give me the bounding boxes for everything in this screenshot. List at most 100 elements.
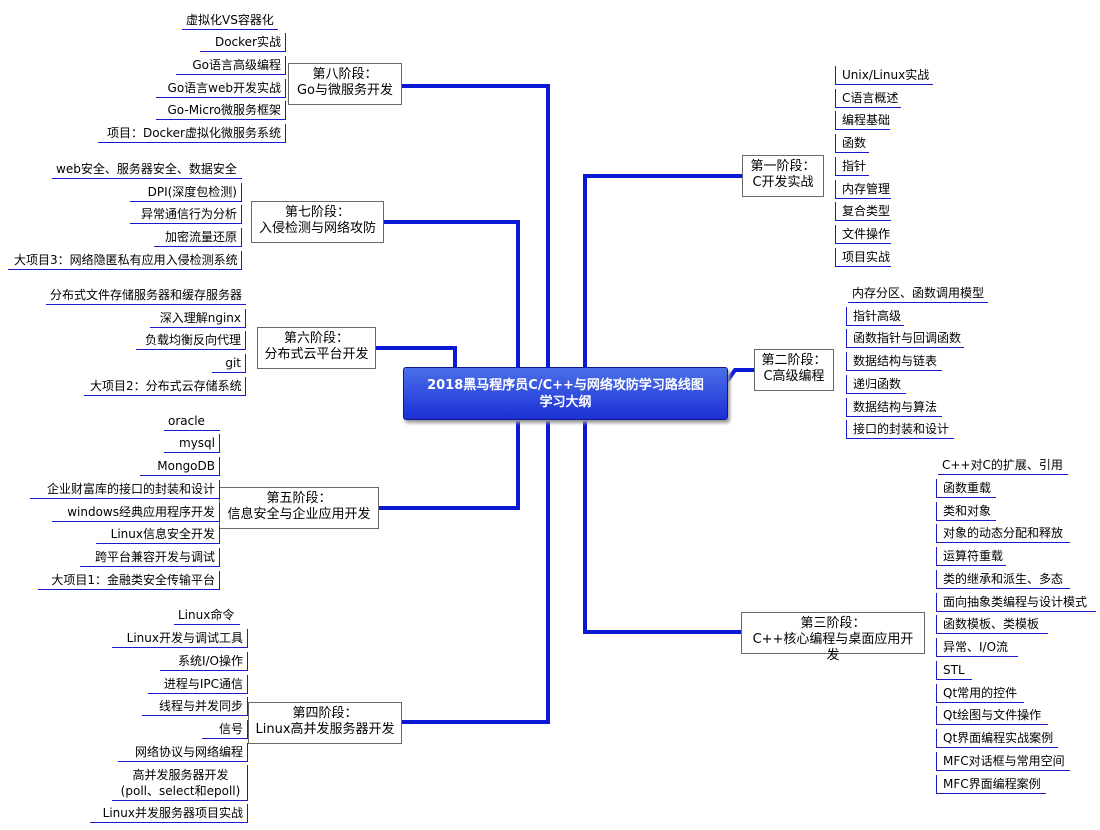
p6-item[interactable]: 负载均衡反向代理 — [136, 331, 246, 350]
p3-item[interactable]: Qt界面编程实战案例 — [936, 729, 1058, 748]
branch-to-phase-1 — [583, 174, 744, 369]
p1-item[interactable]: 复合类型 — [835, 202, 891, 221]
p3-item[interactable]: 对象的动态分配和释放 — [936, 524, 1070, 543]
p3-item[interactable]: 异常、I/O流 — [936, 638, 1018, 657]
p1-item[interactable]: 项目实战 — [835, 248, 891, 267]
central-topic-title: 2018黑马程序员C/C++与网络攻防学习路线图 — [427, 378, 704, 393]
p2-item[interactable]: 内存分区、函数调用模型 — [848, 284, 988, 303]
phase-1-node[interactable]: 第一阶段： C开发实战 — [742, 155, 824, 197]
p8-item[interactable]: Go-Micro微服务框架 — [156, 101, 286, 120]
p4-item[interactable]: 进程与IPC通信 — [148, 675, 248, 694]
branch-to-phase-8 — [400, 84, 550, 369]
phase-1-title: 第一阶段： — [750, 159, 816, 174]
phase-8-subtitle: Go与微服务开发 — [296, 83, 394, 98]
p3-item[interactable]: 类的继承和派生、多态 — [936, 570, 1070, 589]
p6-item[interactable]: git — [212, 354, 246, 373]
phase-6-title: 第六阶段： — [283, 331, 349, 346]
p1-item[interactable]: 文件操作 — [835, 225, 891, 244]
p8-item[interactable]: 虚拟化VS容器化 — [182, 11, 278, 30]
phase-8-node[interactable]: 第八阶段： Go与微服务开发 — [288, 63, 402, 105]
p8-item[interactable]: 项目：Docker虚拟化微服务系统 — [98, 124, 286, 143]
p2-item[interactable]: 数据结构与算法 — [846, 398, 942, 417]
p8-item[interactable]: Go语言web开发实战 — [156, 79, 286, 98]
p1-item[interactable]: 编程基础 — [835, 111, 890, 130]
branch-to-phase-4 — [400, 418, 550, 724]
p5-item[interactable]: oracle — [164, 412, 220, 431]
p4-item[interactable]: 网络协议与网络编程 — [118, 743, 248, 762]
phase-7-subtitle: 入侵检测与网络攻防 — [258, 221, 376, 236]
p8-item[interactable]: Docker实战 — [200, 33, 286, 52]
p1-item[interactable]: C语言概述 — [835, 89, 901, 108]
phase-2-node[interactable]: 第二阶段： C高级编程 — [754, 349, 834, 391]
p5-item[interactable]: 大项目1：金融类安全传输平台 — [38, 571, 220, 590]
p1-item[interactable]: 函数 — [835, 134, 869, 153]
phase-6-node[interactable]: 第六阶段： 分布式云平台开发 — [257, 327, 376, 369]
p5-item[interactable]: 跨平台兼容开发与调试 — [80, 548, 220, 567]
branch-to-phase-2 — [726, 368, 756, 382]
central-topic[interactable]: 2018黑马程序员C/C++与网络攻防学习路线图 学习大纲 — [403, 367, 728, 420]
phase-8-title: 第八阶段： — [312, 67, 378, 82]
phase-7-node[interactable]: 第七阶段： 入侵检测与网络攻防 — [251, 201, 384, 243]
phase-1-subtitle: C开发实战 — [752, 175, 814, 190]
p3-item[interactable]: 运算符重载 — [936, 547, 1006, 566]
p4-item[interactable]: 系统I/O操作 — [160, 652, 248, 671]
p2-item[interactable]: 函数指针与回调函数 — [846, 329, 964, 348]
p1-item[interactable]: 内存管理 — [835, 180, 891, 199]
p5-item[interactable]: windows经典应用程序开发 — [52, 503, 220, 522]
p5-item[interactable]: mysql — [164, 434, 220, 453]
p5-item[interactable]: MongoDB — [140, 457, 220, 476]
phase-4-subtitle: Linux高并发服务器开发 — [255, 722, 395, 737]
phase-7-title: 第七阶段： — [284, 205, 350, 220]
phase-3-node[interactable]: 第三阶段： C++核心编程与桌面应用开发 — [741, 612, 925, 663]
p3-item[interactable]: Qt常用的控件 — [936, 684, 1024, 703]
p3-item[interactable]: MFC对话框与常用空间 — [936, 752, 1070, 771]
phase-3-subtitle: C++核心编程与桌面应用开发 — [752, 632, 914, 663]
p3-item[interactable]: C++对C的扩展、引用 — [938, 456, 1068, 475]
p4-item[interactable]: Linux开发与调试工具 — [112, 629, 248, 648]
branch-to-phase-3 — [583, 418, 743, 634]
p8-item[interactable]: Go语言高级编程 — [176, 56, 286, 75]
p1-item[interactable]: 指针 — [835, 157, 869, 176]
p4-item[interactable]: 线程与并发同步 — [142, 697, 248, 716]
p4-item[interactable]: 信号 — [202, 720, 248, 739]
p3-item[interactable]: MFC界面编程案例 — [936, 775, 1046, 794]
branch-to-phase-7 — [382, 220, 520, 369]
p3-item[interactable]: 函数重载 — [936, 479, 996, 498]
phase-5-node[interactable]: 第五阶段： 信息安全与企业应用开发 — [219, 487, 379, 529]
p4-item[interactable]: Linux并发服务器项目实战 — [90, 804, 248, 823]
p3-item[interactable]: 类和对象 — [936, 502, 996, 521]
p2-item[interactable]: 接口的封装和设计 — [846, 420, 954, 439]
p7-item[interactable]: DPI(深度包检测) — [130, 183, 242, 202]
p5-item[interactable]: Linux信息安全开发 — [96, 525, 220, 544]
p2-item[interactable]: 指针高级 — [846, 307, 904, 326]
p3-item[interactable]: 函数模板、类模板 — [936, 615, 1048, 634]
p7-item[interactable]: 异常通信行为分析 — [130, 205, 242, 224]
p6-item[interactable]: 分布式文件存储服务器和缓存服务器 — [46, 286, 246, 305]
central-topic-subtitle: 学习大纲 — [539, 395, 592, 410]
phase-5-subtitle: 信息安全与企业应用开发 — [227, 507, 371, 522]
p5-item[interactable]: 企业财富库的接口的封装和设计 — [30, 480, 220, 499]
p6-item[interactable]: 深入理解nginx — [150, 309, 246, 328]
p6-item[interactable]: 大项目2：分布式云存储系统 — [84, 377, 246, 396]
p1-item[interactable]: Unix/Linux实战 — [835, 66, 933, 85]
phase-4-title: 第四阶段： — [292, 706, 358, 721]
phase-2-subtitle: C高级编程 — [763, 369, 825, 384]
phase-2-title: 第二阶段： — [761, 353, 827, 368]
p4-item[interactable]: 高并发服务器开发 (poll、select和epoll) — [112, 765, 248, 801]
p7-item[interactable]: web安全、服务器安全、数据安全 — [52, 160, 242, 179]
branch-to-phase-6 — [374, 346, 457, 369]
phase-6-subtitle: 分布式云平台开发 — [264, 347, 369, 362]
p7-item[interactable]: 加密流量还原 — [154, 228, 242, 247]
p3-item[interactable]: 面向抽象类编程与设计模式 — [936, 593, 1096, 612]
phase-5-title: 第五阶段： — [266, 491, 332, 506]
p2-item[interactable]: 数据结构与链表 — [846, 352, 942, 371]
p3-item[interactable]: STL — [936, 661, 972, 680]
p7-item[interactable]: 大项目3：网络隐匿私有应用入侵检测系统 — [8, 251, 242, 270]
p2-item[interactable]: 递归函数 — [846, 375, 906, 394]
phase-3-title: 第三阶段： — [800, 616, 866, 631]
phase-4-node[interactable]: 第四阶段： Linux高并发服务器开发 — [248, 702, 402, 744]
p4-item[interactable]: Linux命令 — [174, 606, 240, 625]
p3-item[interactable]: Qt绘图与文件操作 — [936, 706, 1048, 725]
